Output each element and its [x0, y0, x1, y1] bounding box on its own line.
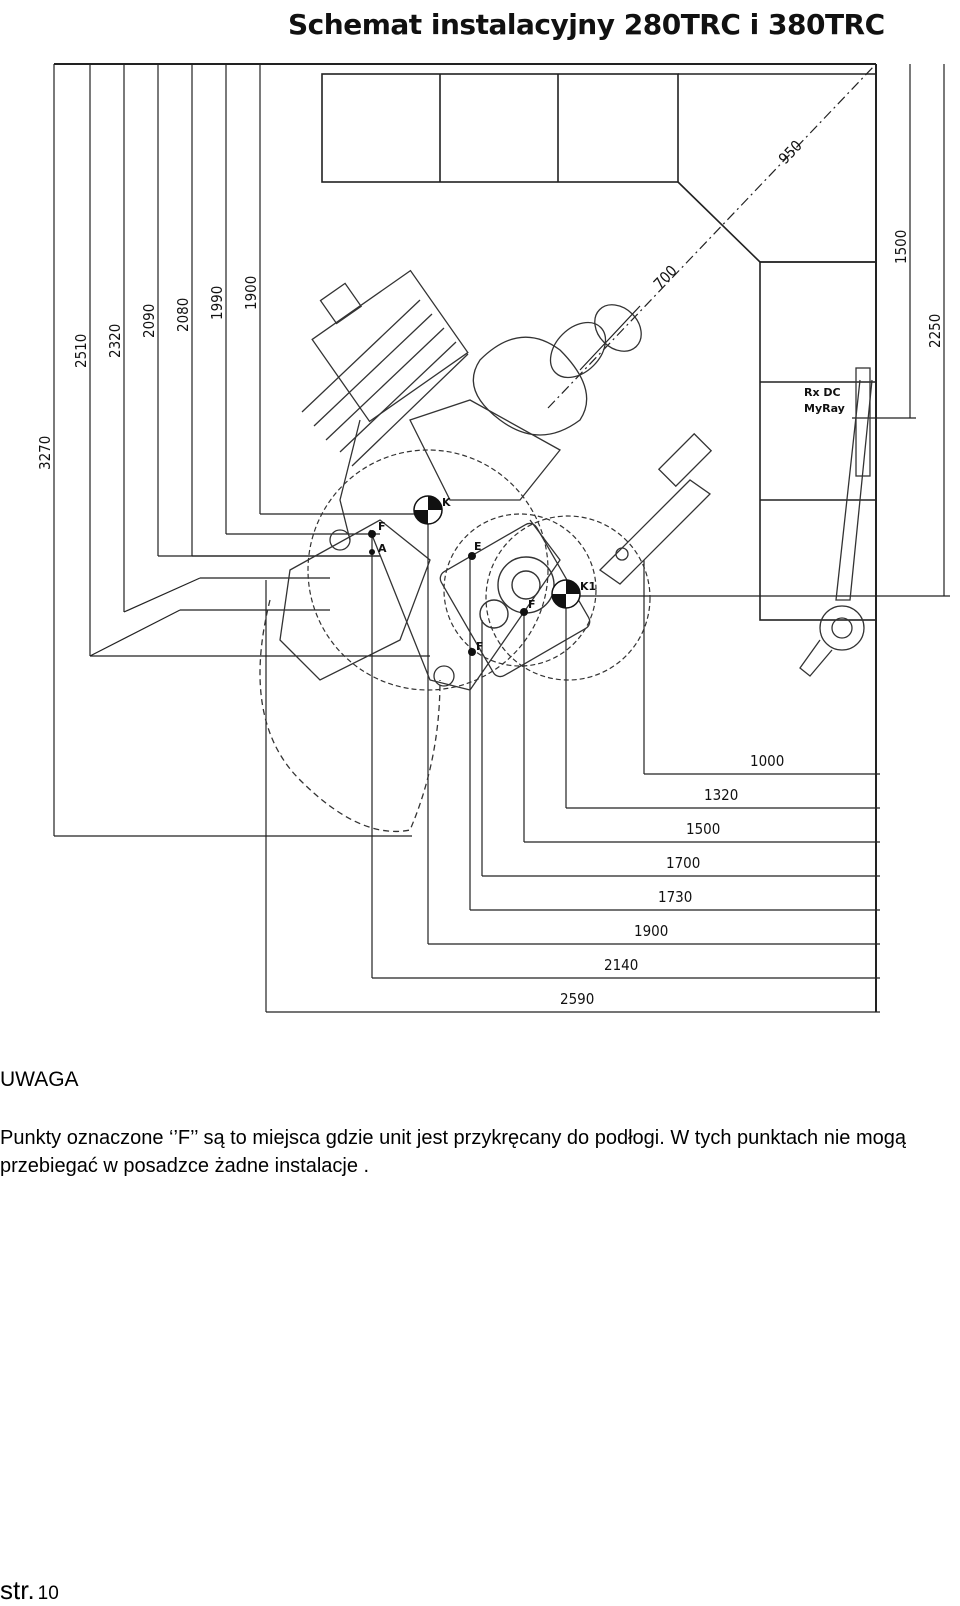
- installation-drawing: 700 950 3270 2510 2320 2090 2080 1990 19…: [36, 63, 950, 1013]
- note-text: Punkty oznaczone ‘’F’’ są to miejsca gdz…: [0, 1127, 907, 1177]
- marker-k1: [551, 579, 581, 609]
- label-f-3: F: [476, 640, 484, 653]
- assistant-arm: [598, 432, 713, 585]
- dim-2320: 2320: [106, 324, 124, 358]
- page-number: str.10: [0, 1575, 59, 1606]
- diag-dim-950: 950: [775, 137, 806, 168]
- label-f-2: F: [528, 598, 536, 611]
- xray-unit: [799, 367, 873, 677]
- dim-right-1500: 1500: [892, 230, 910, 264]
- bottom-dimension-lines: [265, 510, 880, 1013]
- right-cabinets: [759, 261, 877, 621]
- label-k: K: [442, 496, 451, 509]
- dim-bottom-1500: 1500: [686, 820, 720, 838]
- right-dimension-lines: [560, 64, 950, 597]
- dim-right-2250: 2250: [926, 314, 944, 348]
- dim-bottom-2590: 2590: [560, 990, 594, 1008]
- dim-2080: 2080: [174, 298, 192, 332]
- dim-1900: 1900: [242, 276, 260, 310]
- dim-2090: 2090: [140, 304, 158, 338]
- dim-2510: 2510: [72, 334, 90, 368]
- room-walls: [54, 63, 877, 1012]
- dim-bottom-1700: 1700: [666, 854, 700, 872]
- dim-1990: 1990: [208, 286, 226, 320]
- dental-chair: [259, 304, 642, 833]
- note-heading: UWAGA: [0, 1068, 79, 1091]
- diagonal-dimension: [547, 63, 877, 409]
- diag-dim-700: 700: [650, 262, 681, 293]
- dim-bottom-1730: 1730: [658, 888, 692, 906]
- dim-bottom-1320: 1320: [704, 786, 738, 804]
- top-cabinets: [321, 73, 876, 263]
- instrument-tray: [301, 269, 469, 687]
- base-circles: [479, 556, 555, 629]
- xray-label-rx-dc: Rx DC: [804, 386, 841, 399]
- page-number-value: 10: [37, 1583, 59, 1604]
- label-a: A: [378, 542, 387, 555]
- dim-3270: 3270: [36, 436, 54, 470]
- marker-k: [413, 495, 443, 525]
- page-prefix: str.: [0, 1575, 35, 1605]
- point-dots: [368, 530, 528, 656]
- label-e: E: [474, 540, 482, 553]
- label-k1: K1: [580, 580, 596, 593]
- label-f-1: F: [378, 520, 386, 533]
- dim-bottom-1900: 1900: [634, 922, 668, 940]
- dim-bottom-2140: 2140: [604, 956, 638, 974]
- left-dimension-lines: [53, 64, 430, 837]
- operating-circles: [307, 449, 651, 691]
- diagram-title: Schemat instalacyjny 280TRC i 380TRC: [288, 8, 885, 41]
- xray-label-myray: MyRay: [804, 402, 845, 415]
- dim-bottom-1000: 1000: [750, 752, 784, 770]
